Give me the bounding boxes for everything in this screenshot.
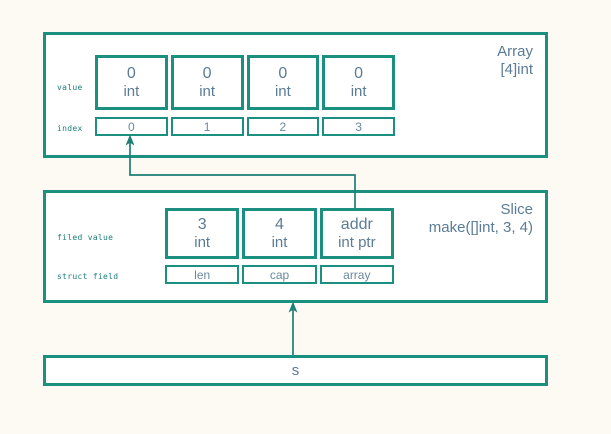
slice-value-row: 3 int 4 int addr int ptr: [165, 208, 394, 259]
array-index-3: 3: [322, 117, 395, 136]
slice-cell-cap-value: 4: [275, 216, 284, 233]
array-index-0: 0: [95, 117, 168, 136]
array-index-1: 1: [170, 117, 244, 136]
array-caption: Array [4]int: [497, 43, 533, 79]
array-caption-title: Array: [497, 43, 533, 60]
array-index-row: 0 1 2 3: [95, 117, 395, 136]
slice-cell-array-value: addr: [340, 216, 373, 233]
array-caption-type: [4]int: [500, 61, 533, 78]
slice-cell-len-type: int: [194, 234, 211, 251]
array-cell-1: 0 int: [170, 55, 244, 110]
slice-cell-array: addr int ptr: [319, 208, 394, 259]
slice-caption-type: make([]int, 3, 4): [428, 219, 533, 236]
slice-caption: Slice make([]int, 3, 4): [429, 201, 533, 237]
slice-value-row-label: filed value: [57, 233, 114, 242]
slice-field-row: len cap array: [165, 265, 394, 284]
slice-cell-cap: 4 int: [242, 208, 317, 259]
slice-cell-cap-type: int: [271, 234, 288, 251]
array-cell-2-value: 0: [278, 65, 288, 82]
array-index-2: 2: [246, 117, 320, 136]
array-cell-2-type: int: [274, 83, 291, 100]
array-cell-3-type: int: [350, 83, 367, 100]
array-value-row: 0 int 0 int 0 int 0 int: [95, 55, 395, 110]
slice-cell-len-value: 3: [197, 216, 207, 233]
array-cell-2: 0 int: [246, 55, 320, 110]
array-cell-1-value: 0: [202, 65, 212, 82]
slice-caption-title: Slice: [500, 201, 533, 218]
slice-field-array: array: [319, 265, 394, 284]
array-value-row-label: value: [57, 83, 83, 92]
slice-field-len: len: [165, 265, 240, 284]
slice-field-cap: cap: [242, 265, 317, 284]
array-cell-0-type: int: [123, 83, 140, 100]
array-cell-0-value: 0: [126, 65, 136, 82]
slice-cell-len: 3 int: [165, 208, 240, 259]
array-cell-0: 0 int: [95, 55, 168, 110]
slice-field-row-label: struct field: [57, 272, 119, 281]
variable-container: s: [43, 355, 548, 386]
array-cell-3: 0 int: [322, 55, 395, 110]
array-index-row-label: index: [57, 124, 83, 133]
array-cell-3-value: 0: [354, 65, 364, 82]
variable-name: s: [291, 362, 300, 379]
array-cell-1-type: int: [199, 83, 216, 100]
slice-cell-array-type: int ptr: [338, 234, 376, 251]
